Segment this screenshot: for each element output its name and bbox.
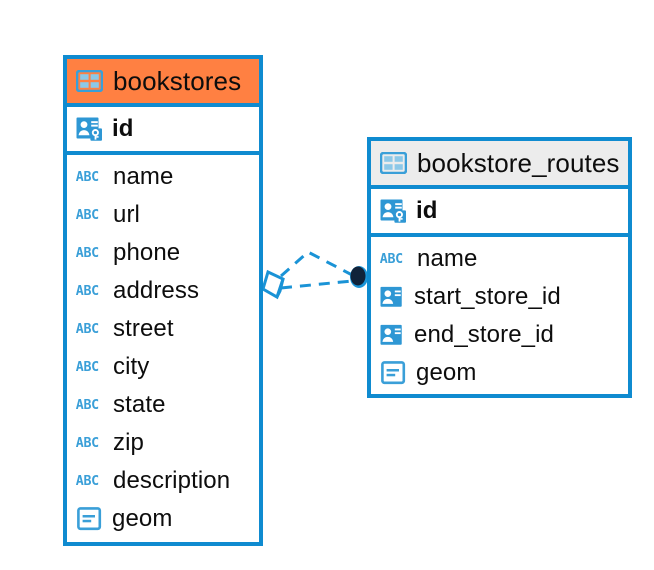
field-row-name[interactable]: ABC name (67, 158, 259, 196)
field-name-id: id (416, 197, 438, 224)
text-field-icon: ABC (75, 397, 99, 413)
primary-key-icon (380, 199, 406, 223)
field-name-state: state (113, 391, 166, 418)
text-field-icon: ABC (379, 251, 403, 267)
field-name-name: name (417, 245, 478, 272)
geometry-field-icon (77, 507, 102, 531)
primary-key-section-bookstores: id (67, 107, 259, 155)
field-name-geom: geom (112, 505, 173, 532)
geometry-field-icon (381, 361, 406, 385)
field-row-start-store-id[interactable]: start_store_id (371, 278, 628, 316)
text-field-icon: ABC (75, 435, 99, 451)
table-icon (76, 70, 103, 92)
field-list-bookstore-routes: ABC name start_store_id (371, 237, 628, 396)
text-field-icon: ABC (75, 321, 99, 337)
field-name-id: id (112, 115, 134, 142)
field-row-zip[interactable]: ABC zip (67, 424, 259, 462)
entity-bookstores[interactable]: bookstores id (63, 55, 263, 546)
entity-title-bookstores: bookstores (113, 65, 242, 96)
text-field-icon: ABC (75, 359, 99, 375)
diamond-marker (261, 269, 285, 300)
field-row-id[interactable]: id (67, 107, 259, 151)
field-row-city[interactable]: ABC city (67, 348, 259, 386)
field-row-id[interactable]: id (371, 189, 628, 233)
text-field-icon: ABC (75, 169, 99, 185)
entity-header-bookstores[interactable]: bookstores (67, 59, 259, 107)
field-name-zip: zip (113, 429, 144, 456)
text-field-icon: ABC (75, 473, 99, 489)
field-row-state[interactable]: ABC state (67, 386, 259, 424)
entity-title-bookstore-routes: bookstore_routes (417, 147, 620, 178)
field-row-address[interactable]: ABC address (67, 272, 259, 310)
foreign-key-icon (380, 286, 402, 307)
field-name-geom: geom (416, 359, 477, 386)
field-name-city: city (113, 353, 150, 380)
text-field-icon: ABC (75, 283, 99, 299)
field-row-url[interactable]: ABC url (67, 196, 259, 234)
field-name-name: name (113, 163, 174, 190)
primary-key-icon (76, 117, 102, 141)
field-name-address: address (113, 277, 200, 304)
entity-bookstore-routes[interactable]: bookstore_routes id (367, 137, 632, 398)
filled-circle-marker (350, 266, 368, 288)
field-row-phone[interactable]: ABC phone (67, 234, 259, 272)
relationship-line-lower (280, 279, 353, 290)
entity-header-bookstore-routes[interactable]: bookstore_routes (371, 141, 628, 189)
field-name-url: url (113, 201, 140, 228)
field-name-street: street (113, 315, 174, 342)
field-row-street[interactable]: ABC street (67, 310, 259, 348)
text-field-icon: ABC (75, 245, 99, 261)
primary-key-section-bookstore-routes: id (371, 189, 628, 237)
field-row-name[interactable]: ABC name (371, 240, 628, 278)
text-field-icon: ABC (75, 207, 99, 223)
field-row-geom[interactable]: geom (67, 500, 259, 538)
relationship-line-upper (280, 250, 357, 279)
field-name-end-store-id: end_store_id (414, 321, 554, 348)
field-row-geom[interactable]: geom (371, 354, 628, 392)
field-row-description[interactable]: ABC description (67, 462, 259, 500)
field-name-start-store-id: start_store_id (414, 283, 561, 310)
field-list-bookstores: ABC name ABC url ABC phone AB (67, 155, 259, 542)
foreign-key-icon (380, 324, 402, 345)
field-name-phone: phone (113, 239, 181, 266)
field-row-end-store-id[interactable]: end_store_id (371, 316, 628, 354)
field-name-description: description (113, 467, 231, 494)
table-icon (380, 152, 407, 174)
